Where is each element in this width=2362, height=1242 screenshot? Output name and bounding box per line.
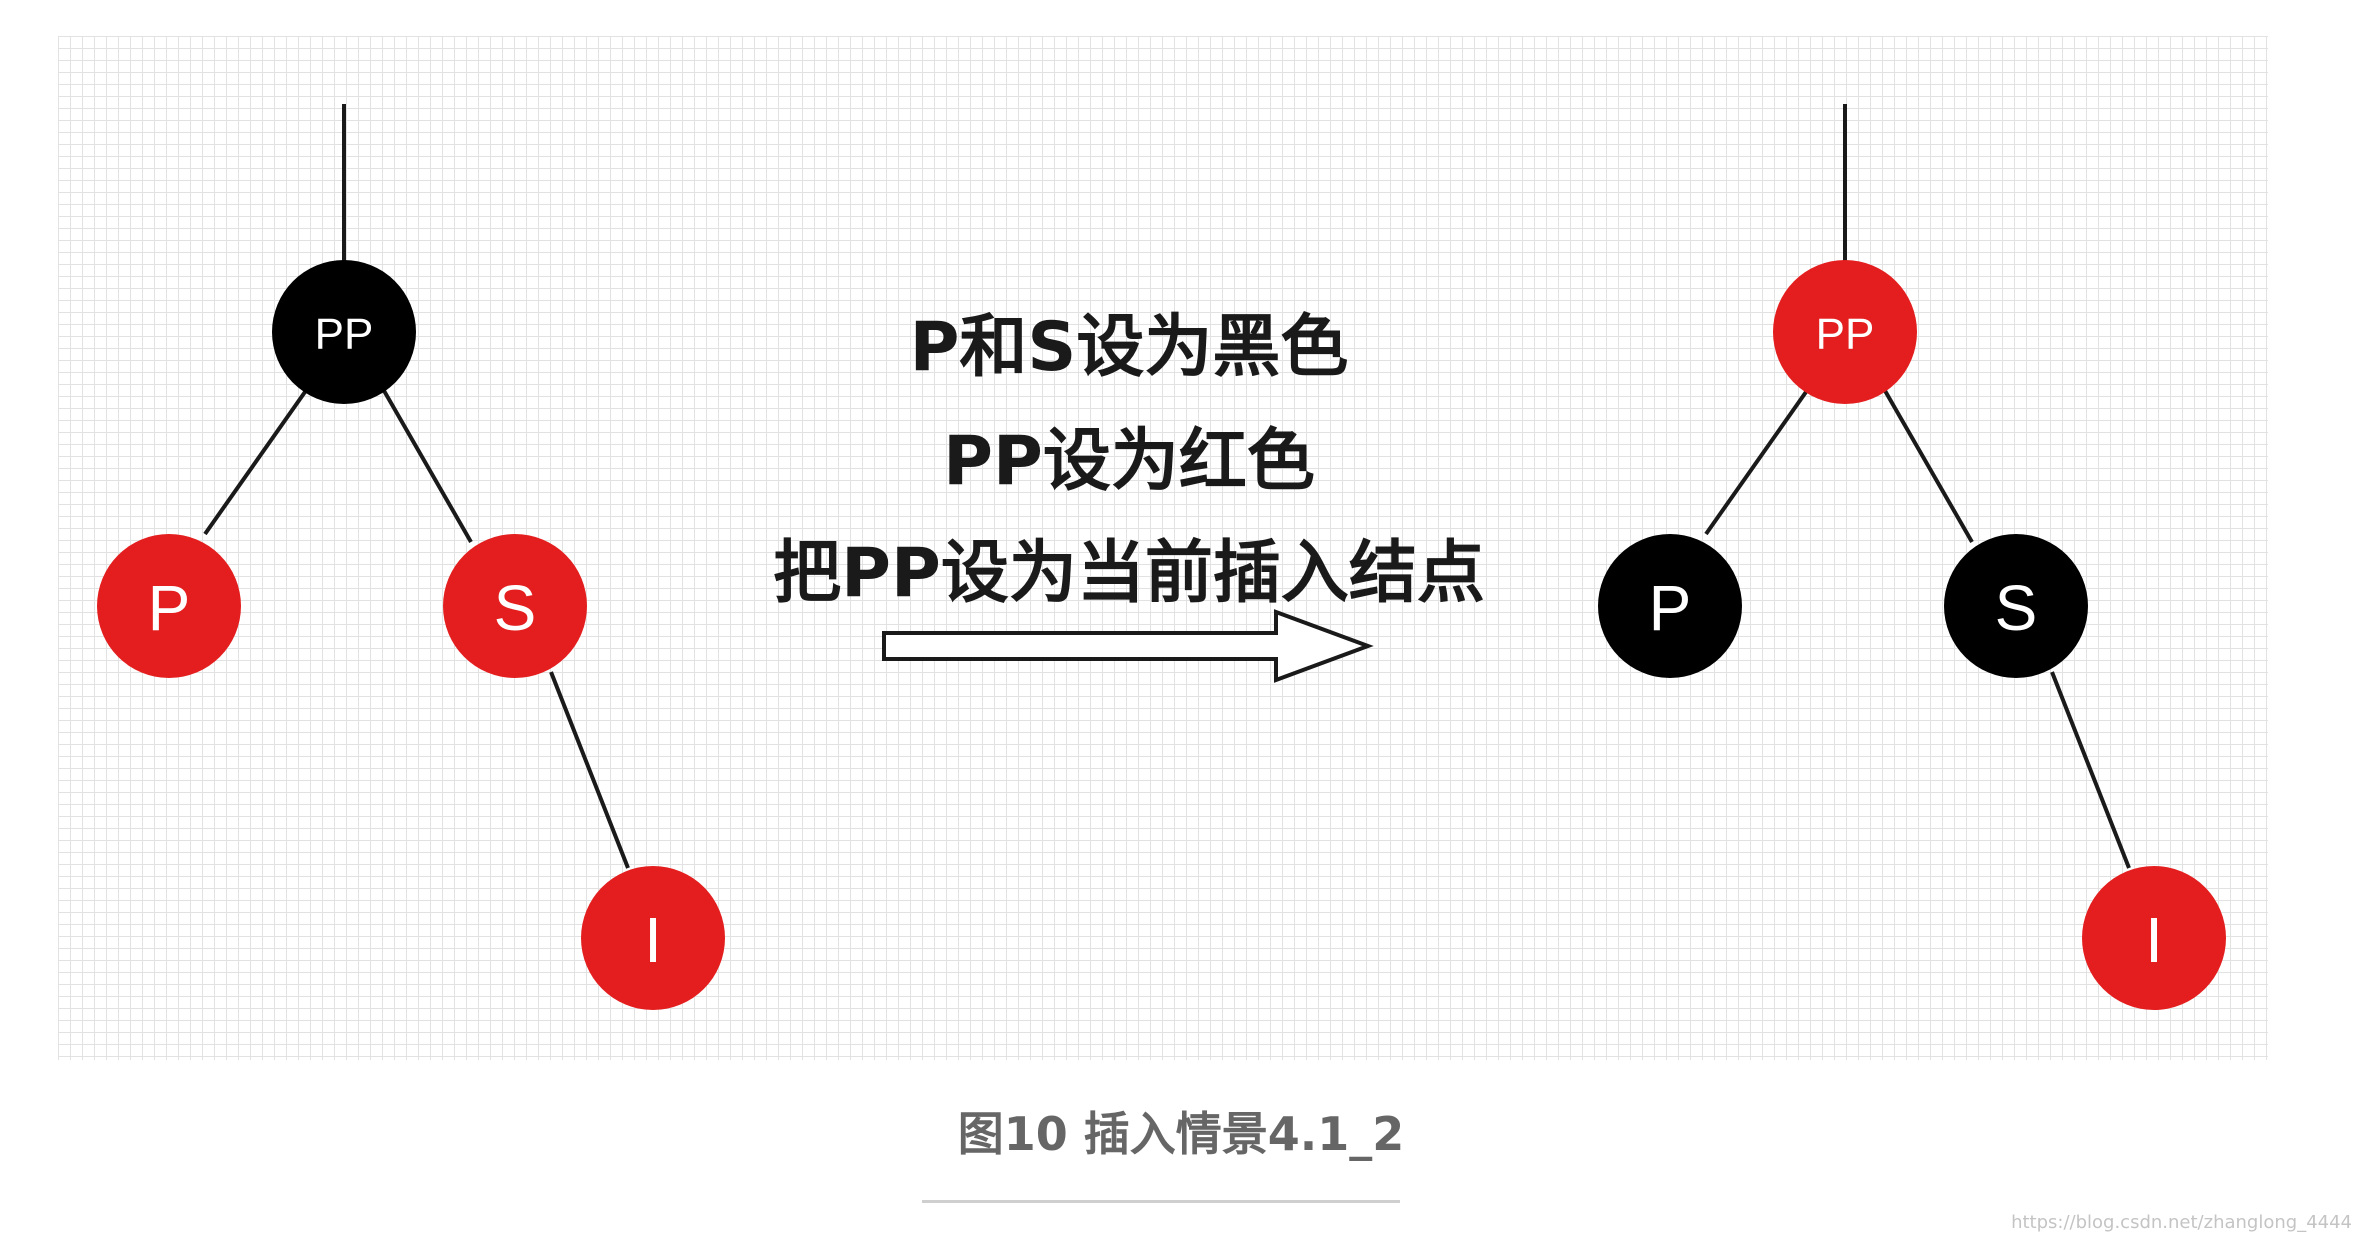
- after-edge-pp-p: [1704, 380, 1815, 536]
- after-node-p-label: P: [1649, 572, 1692, 644]
- operation-line-1: P和S设为黑色: [910, 308, 1349, 387]
- before-node-pp: [272, 260, 416, 404]
- before-edge-pp-p: [203, 380, 314, 536]
- after-tree: PP P S I: [1598, 104, 2226, 1010]
- before-edge-pp-s: [377, 381, 473, 543]
- figure-caption: 图10 插入情景4.1_2: [957, 1107, 1405, 1161]
- after-node-i-label: I: [2145, 904, 2163, 976]
- after-node-p: [1598, 534, 1742, 678]
- caption-divider: [922, 1200, 1400, 1203]
- source-watermark: https://blog.csdn.net/zhanglong_4444: [2011, 1212, 2352, 1233]
- before-edge-s-i: [549, 671, 630, 869]
- before-node-i-label: I: [644, 904, 662, 976]
- after-edge-s-i: [2050, 671, 2131, 869]
- operation-line-2: PP设为红色: [943, 422, 1315, 501]
- before-node-s-label: S: [494, 572, 537, 644]
- before-node-i: [581, 866, 725, 1010]
- diagram-svg: PP P S I P和S设为黑色 PP设为红色 把PP设为当前插入结点 PP P: [97, 104, 2226, 1010]
- before-tree: PP P S I: [97, 104, 725, 1010]
- transform-arrow-icon: [882, 609, 1374, 683]
- before-node-pp-label: PP: [315, 310, 374, 359]
- before-node-s: [443, 534, 587, 678]
- after-edge-pp-s: [1878, 381, 1974, 543]
- before-node-p-label: P: [148, 572, 191, 644]
- after-node-s-label: S: [1995, 572, 2038, 644]
- operation-description: P和S设为黑色 PP设为红色 把PP设为当前插入结点: [773, 308, 1485, 613]
- after-node-s: [1944, 534, 2088, 678]
- after-node-pp-label: PP: [1816, 310, 1875, 359]
- before-node-p: [97, 534, 241, 678]
- operation-line-3: 把PP设为当前插入结点: [773, 534, 1485, 613]
- diagram-canvas: PP P S I P和S设为黑色 PP设为红色 把PP设为当前插入结点 PP P: [58, 36, 2268, 1060]
- after-node-pp: [1773, 260, 1917, 404]
- after-node-i: [2082, 866, 2226, 1010]
